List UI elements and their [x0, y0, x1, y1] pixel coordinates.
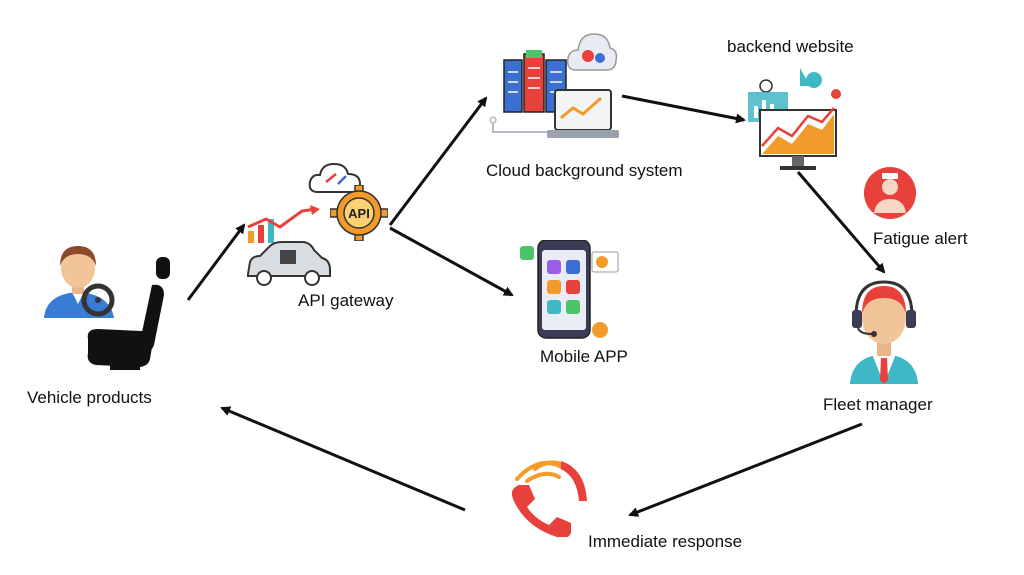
network-lines [485, 108, 555, 138]
phone-call-icon [505, 455, 591, 539]
arrow-gateway-to-mobile [389, 226, 514, 297]
laptop-icon [545, 88, 621, 150]
fleet-manager-icon [846, 276, 922, 386]
analytics-dashboard-icon [748, 66, 848, 174]
cloud-sync-icon [308, 160, 362, 196]
smartphone-icon [520, 239, 620, 340]
arrow-fleet-to-response [628, 422, 863, 517]
api-badge-text: API [348, 206, 370, 221]
fleet-manager-label: Fleet manager [823, 395, 933, 414]
arrow-response-to-vehicle [220, 406, 466, 512]
backend-website-label: backend website [727, 37, 854, 56]
arrow-cloud-to-backend [621, 94, 746, 124]
immediate-response-label: Immediate response [588, 532, 743, 551]
server-rack-icon [500, 50, 570, 116]
mobile-app-label: Mobile APP [540, 347, 628, 366]
fatigue-alert-label: Fatigue alert [873, 229, 968, 248]
arrow-gateway-to-cloud [388, 96, 488, 226]
arrow-backend-to-fleet [796, 171, 886, 274]
fatigue-alert-icon [860, 165, 920, 221]
growth-chart-icon [244, 205, 324, 245]
cloud-system-label: Cloud background system [486, 161, 683, 180]
connected-car-icon [242, 240, 332, 290]
api-gear-icon: API [329, 184, 389, 242]
vehicle-products-label: Vehicle products [27, 388, 152, 407]
arrow-vehicle-to-gateway [186, 223, 246, 301]
driver-icon [38, 238, 120, 320]
api-gateway-label: API gateway [298, 291, 394, 310]
cloud-gear-icon [566, 28, 618, 76]
car-seat-icon [80, 255, 180, 370]
